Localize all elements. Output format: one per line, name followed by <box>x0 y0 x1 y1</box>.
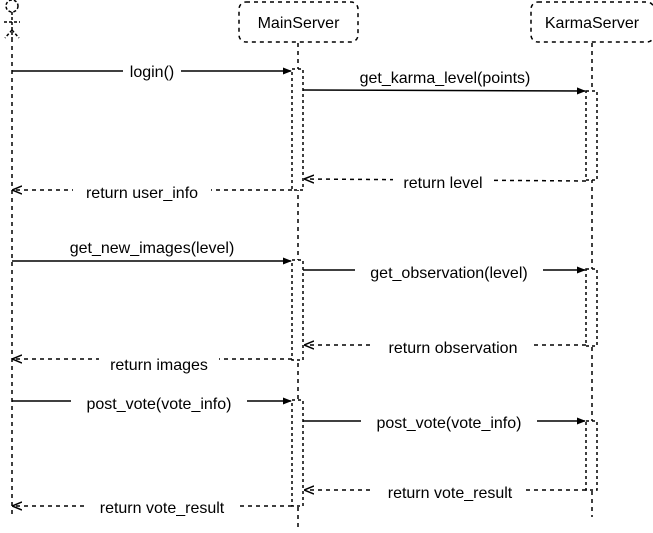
main-server-label: MainServer <box>258 15 340 32</box>
main-server-activation-3 <box>291 399 304 507</box>
get-observation-label: get_observation(level) <box>370 265 527 282</box>
actor-figure <box>4 0 20 39</box>
return-images-label: return images <box>110 357 208 374</box>
karma-server-box <box>530 1 653 43</box>
return-level-label: return level <box>403 175 482 192</box>
karma-server-label: KarmaServer <box>545 15 640 32</box>
get-new-images-label: get_new_images(level) <box>70 240 235 257</box>
get-karma-level-label: get_karma_level(points) <box>360 70 531 87</box>
login-label: login() <box>130 64 174 81</box>
post-vote-label-1: post_vote(vote_info) <box>87 396 232 413</box>
return-vote-result-label-1: return vote_result <box>388 485 513 502</box>
get-karma-level-arrow <box>302 87 586 95</box>
karma-server-activation-1 <box>585 90 598 181</box>
return-vote-result-label-2: return vote_result <box>100 500 225 517</box>
main-server-activation-2 <box>291 259 304 361</box>
return-level-arrow <box>305 179 587 181</box>
return-observation-label: return observation <box>389 340 518 357</box>
post-vote-label-2: post_vote(vote_info) <box>377 415 522 432</box>
main-server-box <box>238 1 359 43</box>
main-server-activation-1 <box>291 68 304 191</box>
karma-server-activation-2 <box>585 268 598 347</box>
return-user-info-label: return user_info <box>86 185 198 202</box>
karma-server-activation-3 <box>585 420 598 491</box>
